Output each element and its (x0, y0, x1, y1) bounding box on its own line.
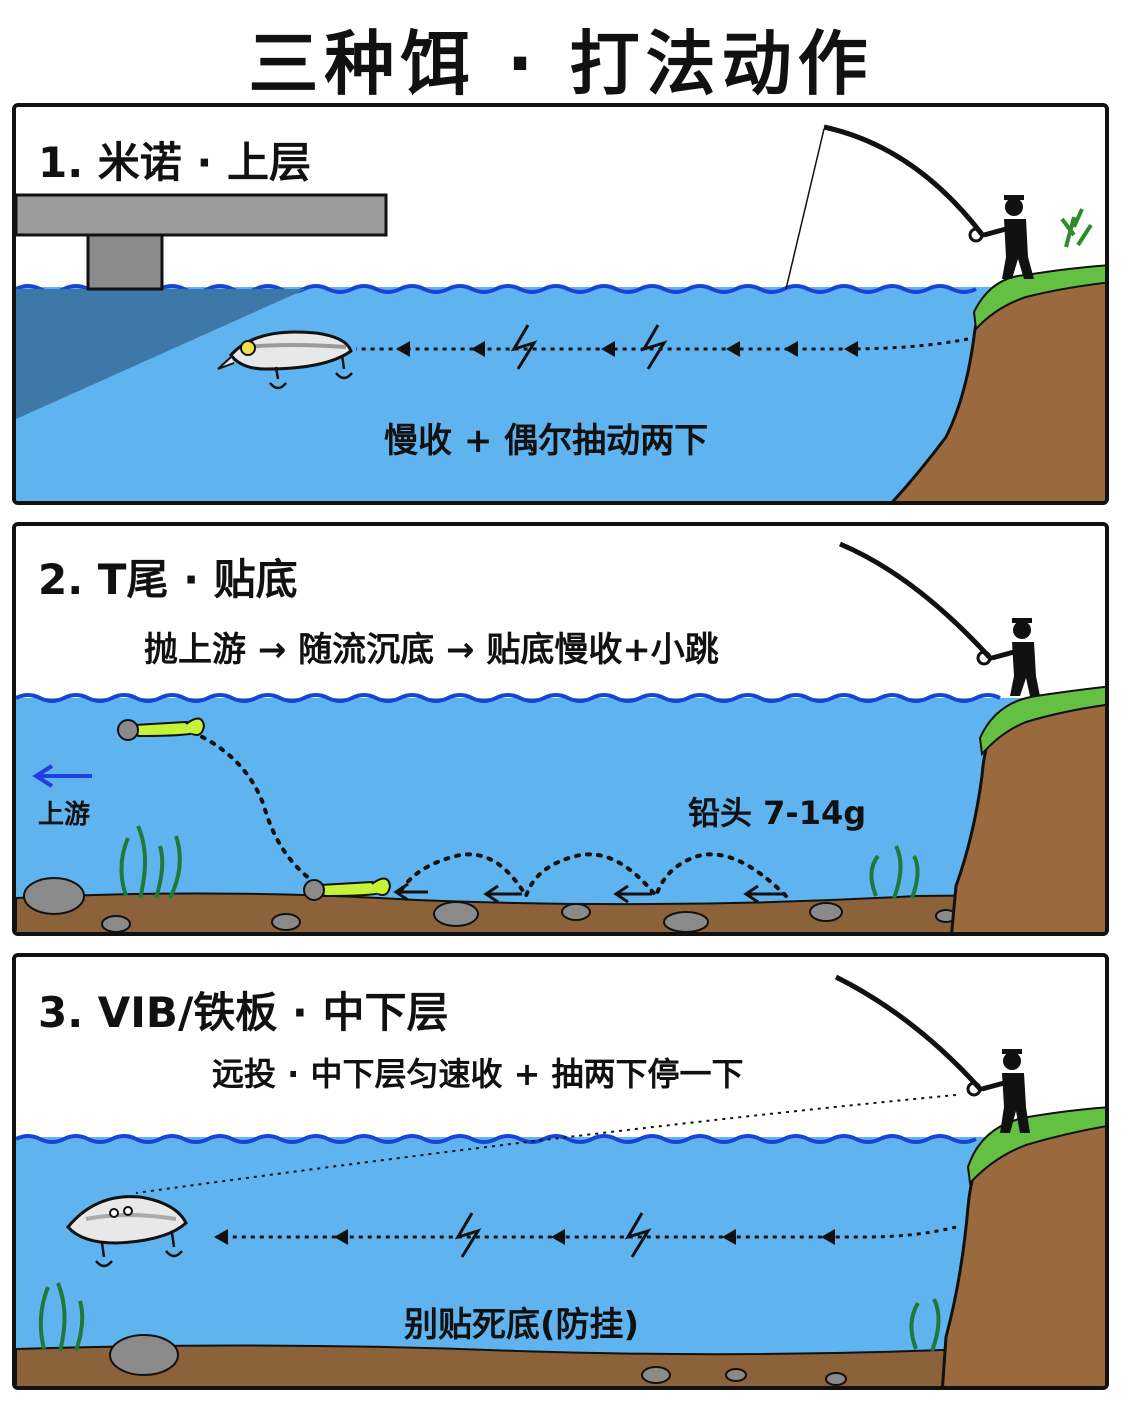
angler-icon (839, 541, 1040, 696)
seaweed-icon (119, 825, 920, 899)
page-title: 三种饵 · 打法动作 (248, 23, 874, 105)
dock-shadow (16, 289, 306, 419)
twitch-zigzag-icon (640, 324, 668, 370)
upstream-label: 上游 (38, 800, 91, 830)
angler-icon (834, 974, 1030, 1133)
retrieve-arrows (396, 341, 858, 357)
t-tail-grub-icon (117, 717, 206, 741)
sink-path (190, 730, 316, 884)
technique-caption: 抛上游 → 随流沉底 → 贴底慢收+小跳 (144, 630, 719, 670)
dock-pillar (86, 233, 164, 291)
bank-grass (978, 685, 1105, 757)
waterline (16, 284, 977, 294)
twitch-zigzag-icon (454, 1212, 482, 1258)
twitch-zigzag-icon (624, 1212, 652, 1258)
hop-arrows (393, 882, 786, 904)
technique-caption: 远投 · 中下层匀速收 + 抽两下停一下 (212, 1055, 744, 1093)
hop-path (398, 852, 788, 901)
panel-title: 2. T尾 · 贴底 (38, 555, 298, 604)
minnow-lure-icon (217, 330, 353, 390)
plant-icon (1060, 208, 1093, 248)
retrieve-path (216, 1225, 957, 1239)
panel-minnow: 1. 米诺 · 上层 慢收 + 偶尔抽动两下 (12, 103, 1109, 505)
vib-lure-icon (66, 1195, 188, 1268)
technique-caption: 慢收 + 偶尔抽动两下 (384, 421, 709, 461)
t-tail-grub-icon (303, 877, 392, 901)
angler-icon (785, 124, 1034, 290)
upstream-arrow (32, 764, 92, 788)
rock-icon (109, 1334, 847, 1386)
panel-vib: 3. VIB/铁板 · 中下层 远投 · 中下层匀速收 + 抽两下停一下 别贴死… (12, 953, 1109, 1390)
rock-icon (23, 877, 957, 932)
bottom-warning-note: 别贴死底(防挂) (404, 1305, 640, 1345)
jighead-weight-label: 铅头 7-14g (688, 794, 867, 832)
cast-line (135, 1094, 957, 1194)
retrieve-arrows (214, 1229, 835, 1245)
twitch-zigzag-icon (510, 324, 538, 370)
panel-t-tail-scene (16, 541, 1105, 932)
waterline (16, 1134, 977, 1144)
panel-minnow-scene (16, 124, 1105, 501)
panel-title: 3. VIB/铁板 · 中下层 (38, 988, 449, 1037)
seaweed-icon (38, 1282, 941, 1352)
panel-t-tail: 2. T尾 · 贴底 抛上游 → 随流沉底 → 贴底慢收+小跳 上游 铅头 7-… (12, 522, 1109, 936)
water (16, 1137, 1105, 1386)
panel-vib-scene (16, 974, 1105, 1386)
waterline (16, 693, 1001, 703)
dock-deck (16, 193, 388, 237)
panel-title: 1. 米诺 · 上层 (38, 138, 312, 187)
